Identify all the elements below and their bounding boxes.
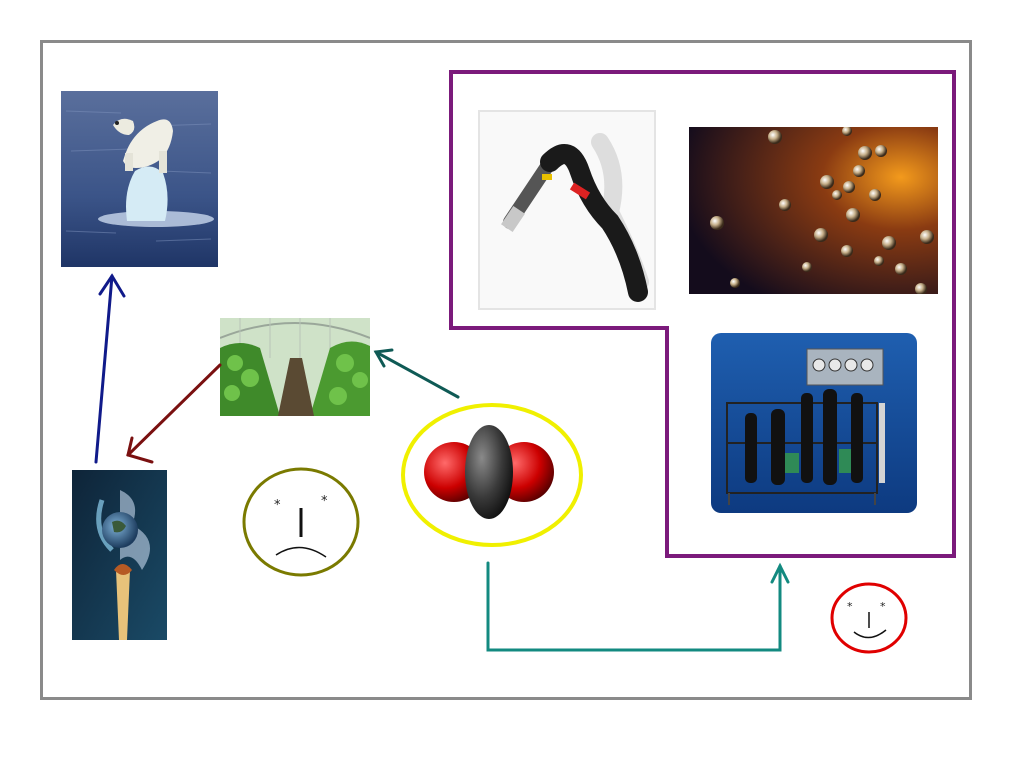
arrow-burning-earth-to-polar-bear (94, 273, 126, 464)
sad-face-icon: * * (242, 467, 360, 577)
svg-text:*: * (847, 600, 853, 613)
carbonation-bubbles-photo (689, 127, 938, 294)
greenhouse-photo (220, 318, 370, 416)
arrow-greenhouse-to-burning-earth (126, 363, 222, 464)
svg-text:*: * (274, 498, 281, 513)
welding-torch-photo (478, 110, 656, 310)
burning-earth-image (72, 470, 167, 640)
co2-highlight-ring (401, 403, 583, 547)
outer-frame (40, 40, 972, 700)
co2-molecule (401, 403, 583, 547)
industrial-equipment-photo (711, 333, 917, 513)
svg-text:*: * (321, 494, 328, 509)
polar-bear-photo (61, 91, 218, 267)
arrow-co2-to-greenhouse (373, 348, 460, 399)
arrow-co2-to-industrial-uses (486, 561, 790, 652)
happy-face-icon: * * (830, 582, 908, 654)
svg-text:*: * (880, 600, 886, 613)
